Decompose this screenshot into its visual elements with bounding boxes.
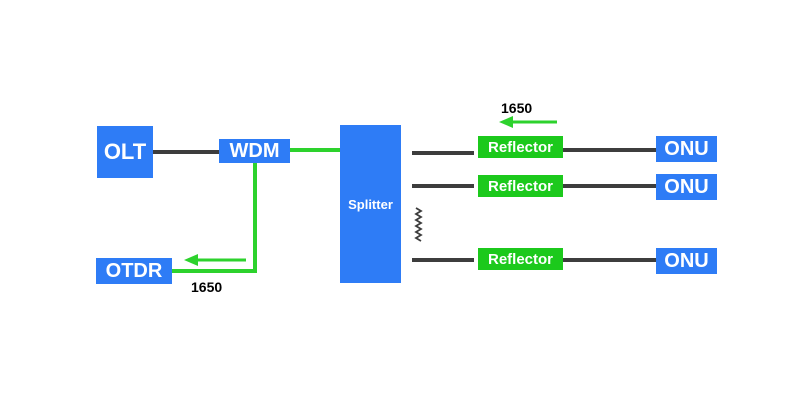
wavelength-label-bottom: 1650 <box>191 279 223 295</box>
reflector-box-3: Reflector <box>478 248 563 270</box>
ellipsis-zigzag <box>414 207 423 242</box>
reflector-box-1: Reflector <box>478 136 563 158</box>
splitter-box: Splitter <box>340 125 401 283</box>
otdr-box: OTDR <box>96 258 172 284</box>
wdm-box: WDM <box>219 139 290 163</box>
onu-box-1: ONU <box>656 136 717 162</box>
onu-box-3: ONU <box>656 248 717 274</box>
reflector-box-2: Reflector <box>478 175 563 197</box>
wdm-otdr-link <box>172 161 257 273</box>
olt-box: OLT <box>97 126 153 178</box>
onu-box-2: ONU <box>656 174 717 200</box>
wavelength-label-top: 1650 <box>501 100 533 116</box>
reflector-wavelength-arrowhead <box>499 116 513 128</box>
otdr-wavelength-arrowhead <box>184 254 198 266</box>
